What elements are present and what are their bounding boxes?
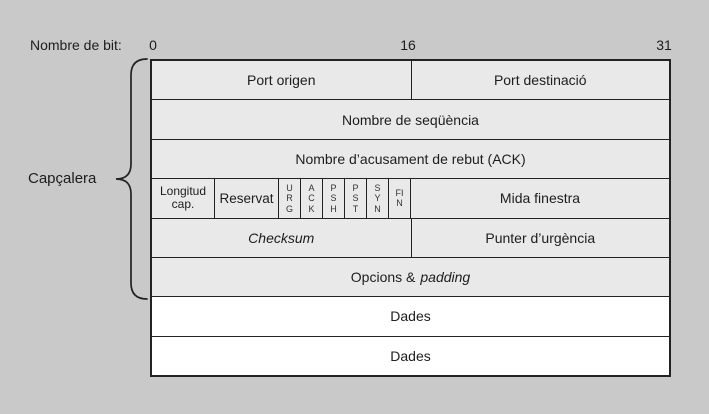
flag-syn-letters: SYN bbox=[374, 182, 381, 214]
cell-mida-finestra: Mida finestra bbox=[410, 179, 669, 218]
cell-flag-psh: PSH bbox=[322, 179, 344, 218]
opcions-padding-word: padding bbox=[420, 269, 471, 286]
bit-tick-16: 16 bbox=[400, 37, 416, 53]
cell-port-destinacio: Port destinació bbox=[410, 61, 670, 100]
row-opcions: Opcions & padding bbox=[152, 256, 669, 297]
row-checksum: Checksum Punter d’urgència bbox=[152, 217, 670, 257]
row-sequencia: Nombre de seqüència bbox=[152, 99, 669, 139]
tcp-header-table: Port origen Port destinació Nombre de se… bbox=[150, 59, 671, 377]
curly-brace-icon bbox=[115, 58, 148, 300]
cell-port-origen: Port origen bbox=[247, 72, 316, 89]
opcions-prefix: Opcions & bbox=[350, 269, 416, 286]
cell-nombre-acusament: Nombre d’acusament de rebut (ACK) bbox=[295, 150, 526, 167]
cell-flag-syn: SYN bbox=[366, 179, 388, 218]
cell-flag-ack: ACK bbox=[300, 179, 322, 218]
row-ports: Port origen Port destinació bbox=[152, 61, 670, 100]
cell-dades-1: Dades bbox=[390, 308, 431, 325]
row-flags: Longitud cap. Reservat URG ACK PSH PST S… bbox=[152, 178, 669, 218]
cell-flag-urg: URG bbox=[278, 179, 300, 218]
flag-ack-letters: ACK bbox=[308, 182, 315, 214]
bit-tick-31: 31 bbox=[656, 37, 672, 53]
row-dades-1: Dades bbox=[152, 296, 669, 336]
cell-reservat: Reservat bbox=[214, 179, 278, 218]
flag-urg-letters: URG bbox=[285, 182, 293, 214]
cell-longitud-cap: Longitud cap. bbox=[159, 184, 207, 212]
cell-flag-pst: PST bbox=[344, 179, 366, 218]
bit-ruler-label: Nombre de bit: bbox=[30, 37, 122, 53]
flag-fin-letters: FIN bbox=[395, 187, 404, 209]
row-dades-2: Dades bbox=[152, 335, 669, 375]
cell-punter-urgencia: Punter d’urgència bbox=[410, 218, 670, 257]
cell-checksum: Checksum bbox=[248, 229, 315, 246]
flag-pst-letters: PST bbox=[352, 182, 359, 214]
cell-flag-fin: FIN bbox=[388, 179, 410, 218]
cell-nombre-sequencia: Nombre de seqüència bbox=[342, 111, 479, 128]
cell-dades-2: Dades bbox=[390, 347, 431, 364]
bit-tick-0: 0 bbox=[149, 37, 157, 53]
row-ack: Nombre d’acusament de rebut (ACK) bbox=[152, 138, 669, 179]
cell-opcions-padding: Opcions & padding bbox=[152, 258, 669, 296]
capcalera-label: Capçalera bbox=[28, 170, 97, 187]
flag-psh-letters: PSH bbox=[330, 182, 337, 214]
